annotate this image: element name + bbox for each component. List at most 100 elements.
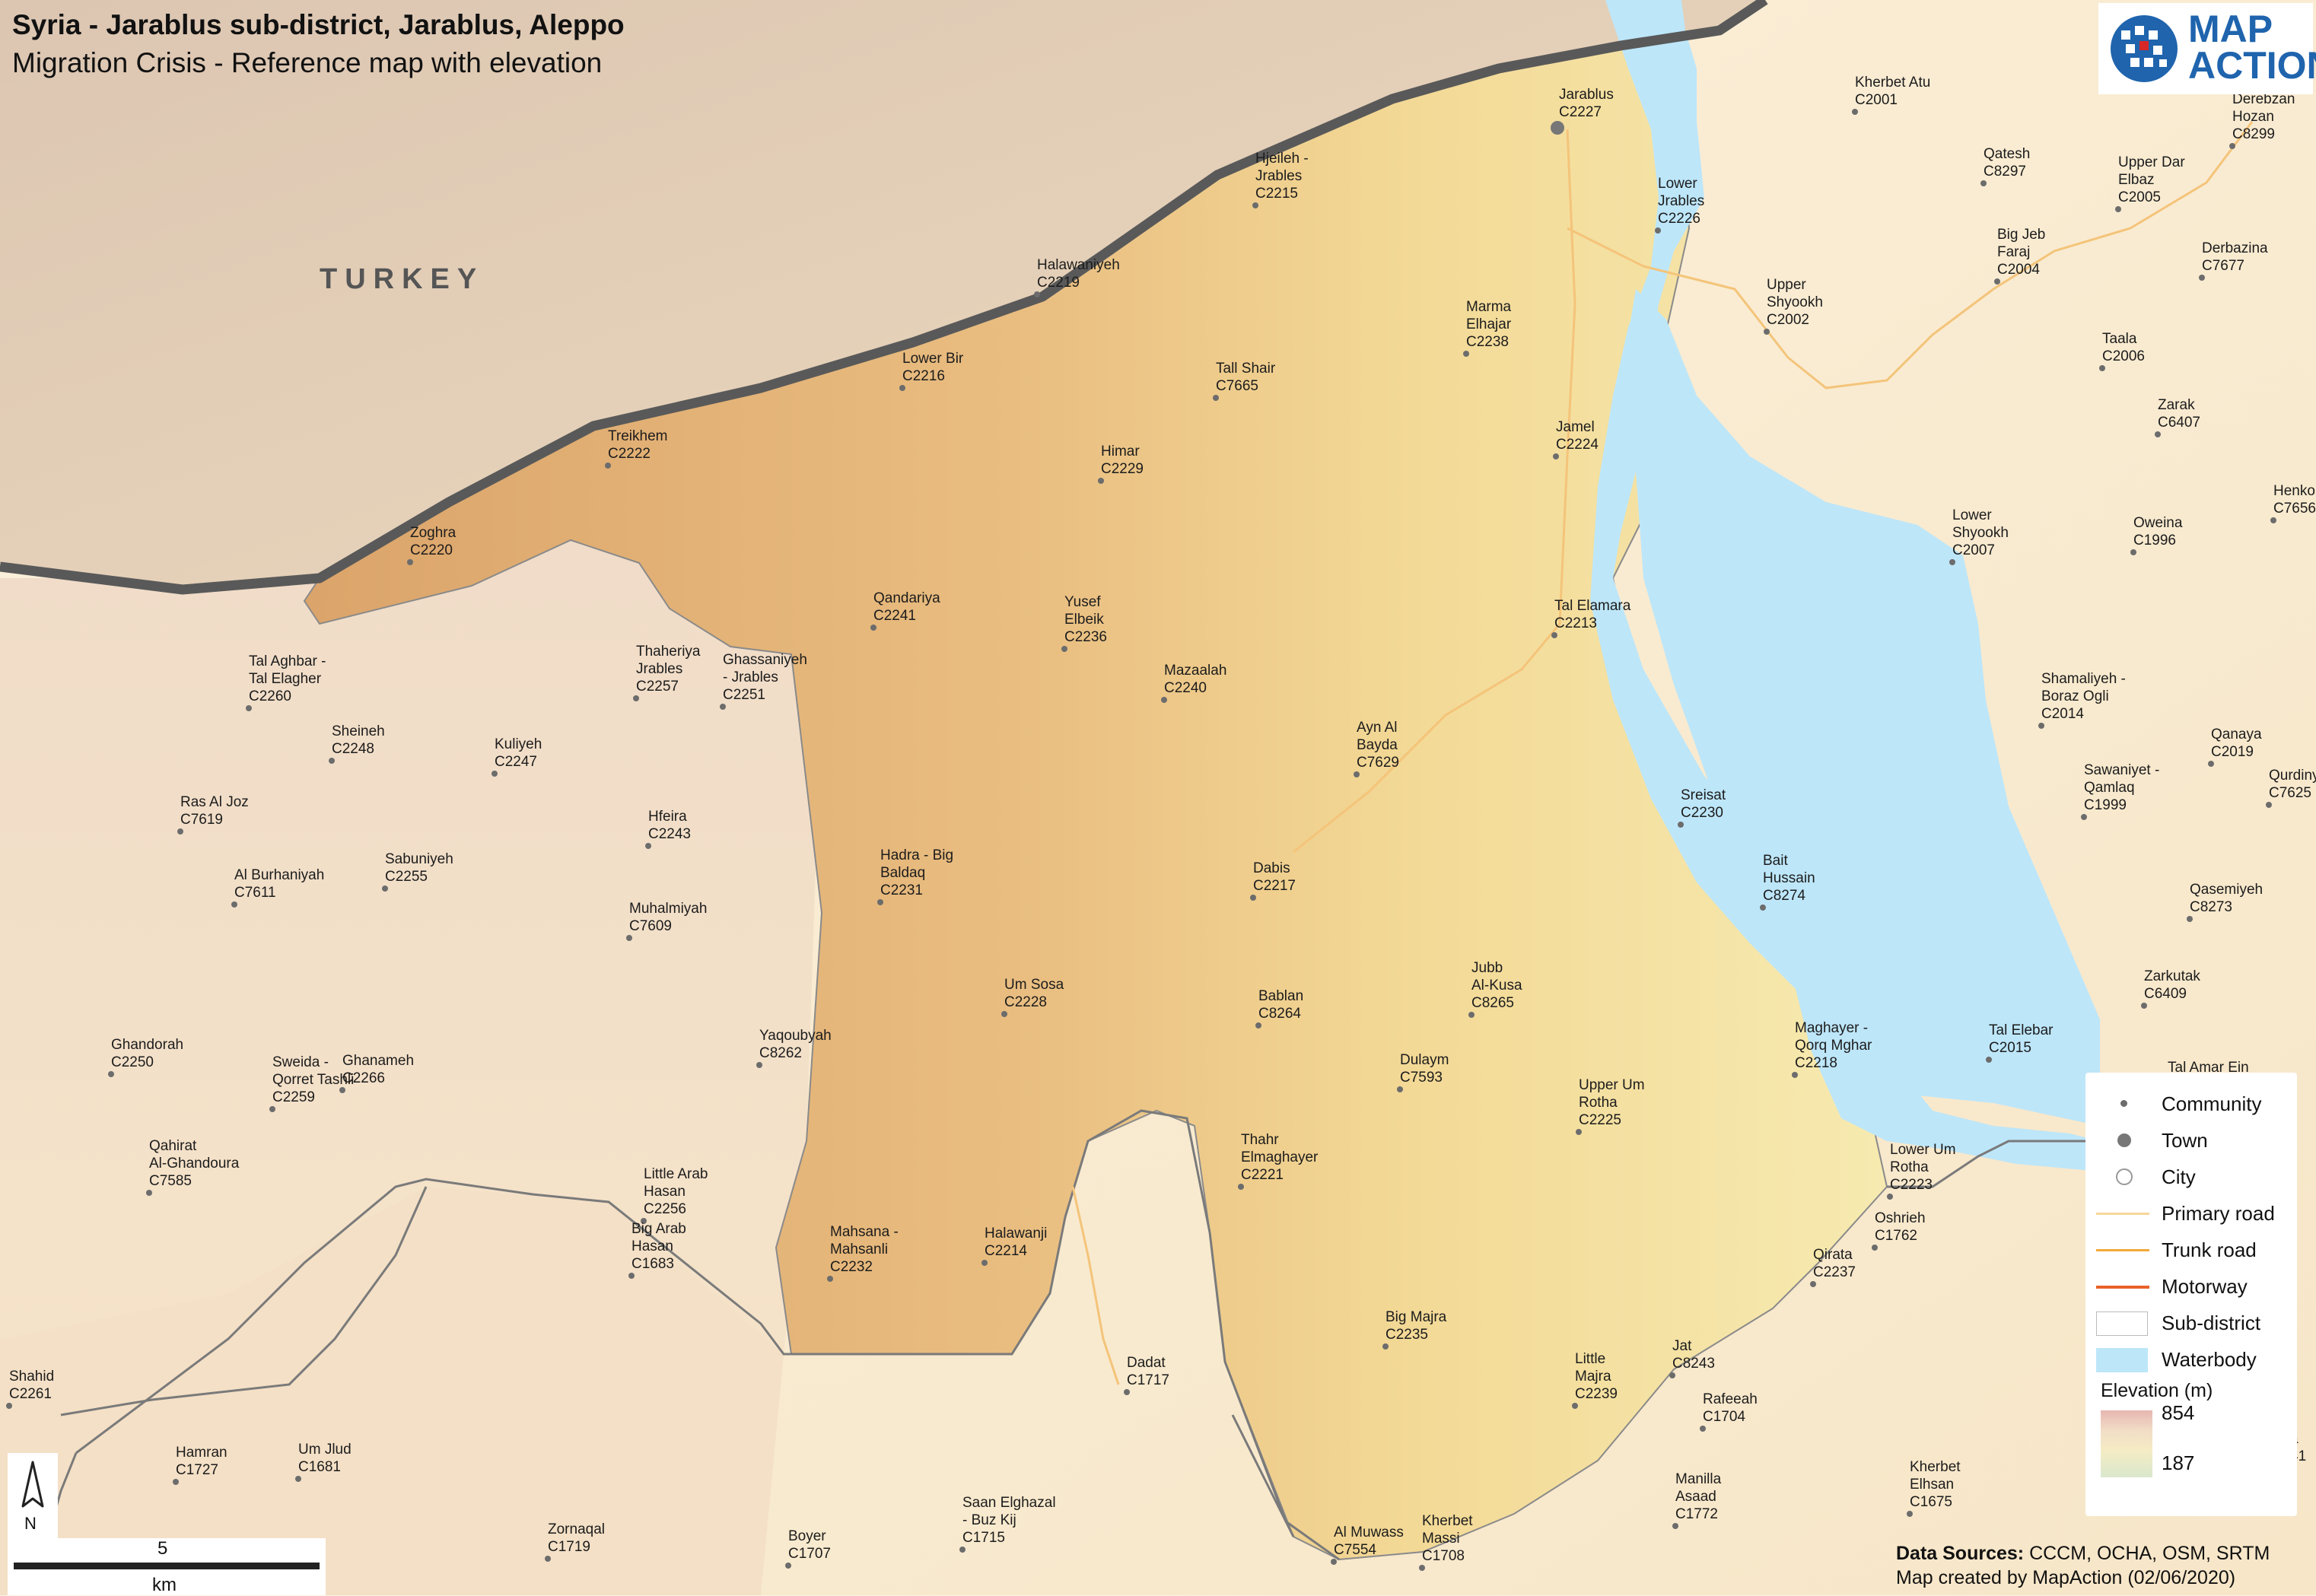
community-marker[interactable]: [2229, 143, 2235, 149]
community-marker[interactable]: [1949, 559, 1955, 565]
community-marker[interactable]: [1124, 1389, 1130, 1395]
community-marker[interactable]: [6, 1403, 12, 1409]
community-marker[interactable]: [173, 1479, 179, 1485]
community-marker[interactable]: [231, 901, 237, 908]
community-marker[interactable]: [959, 1547, 966, 1553]
community-marker[interactable]: [1655, 227, 1661, 234]
community-marker[interactable]: [633, 695, 639, 701]
community-marker[interactable]: [1760, 905, 1766, 911]
community-marker[interactable]: [1553, 453, 1559, 459]
scale-bar-line: [14, 1563, 320, 1569]
legend-trunk-road: Trunk road: [2085, 1234, 2297, 1264]
community-marker[interactable]: [1098, 478, 1104, 484]
community-marker[interactable]: [2187, 916, 2193, 922]
community-marker[interactable]: [1034, 291, 1040, 297]
community-marker[interactable]: [1907, 1511, 1913, 1517]
community-marker[interactable]: [641, 1218, 647, 1224]
community-marker[interactable]: [329, 758, 335, 764]
place-label: Mahsana - Mahsanli C2232: [830, 1224, 899, 1275]
place-label: Tal Aghbar - Tal Elagher C2260: [249, 653, 326, 704]
community-marker[interactable]: [1397, 1086, 1403, 1092]
community-marker[interactable]: [1572, 1403, 1578, 1409]
community-marker[interactable]: [870, 625, 876, 631]
north-label: N: [24, 1514, 37, 1533]
community-marker[interactable]: [407, 559, 413, 565]
community-marker[interactable]: [2155, 431, 2161, 437]
community-marker[interactable]: [2208, 761, 2214, 767]
community-marker[interactable]: [1980, 180, 1987, 186]
community-marker[interactable]: [2270, 517, 2276, 523]
place-label: Lower Shyookh C2007: [1952, 507, 2009, 558]
community-marker[interactable]: [339, 1087, 345, 1093]
community-marker[interactable]: [2141, 1003, 2147, 1009]
place-label: Oweina C1996: [2133, 515, 2183, 548]
place-label: Manilla Asaad C1772: [1675, 1471, 1722, 1522]
globe-grid-icon: [2111, 15, 2178, 82]
community-marker[interactable]: [1678, 822, 1684, 828]
community-marker[interactable]: [177, 828, 183, 835]
community-marker[interactable]: [1061, 646, 1067, 652]
community-marker[interactable]: [1672, 1523, 1678, 1529]
community-marker[interactable]: [1994, 278, 2000, 285]
community-marker[interactable]: [2199, 275, 2205, 281]
community-marker[interactable]: [1887, 1194, 1893, 1200]
community-marker[interactable]: [827, 1276, 833, 1282]
community-marker[interactable]: [1354, 771, 1360, 777]
community-marker[interactable]: [545, 1556, 551, 1562]
community-marker[interactable]: [1252, 202, 1258, 208]
elevation-title: Elevation (m): [2101, 1380, 2213, 1401]
community-marker[interactable]: [246, 705, 252, 711]
community-marker[interactable]: [605, 463, 611, 469]
community-marker[interactable]: [1576, 1129, 1582, 1135]
community-marker[interactable]: [1250, 895, 1256, 901]
community-marker[interactable]: [2038, 723, 2044, 729]
community-marker[interactable]: [2099, 365, 2105, 371]
community-marker[interactable]: [1161, 697, 1167, 703]
community-marker[interactable]: [382, 885, 388, 892]
community-marker[interactable]: [756, 1062, 762, 1068]
community-marker[interactable]: [1986, 1057, 1992, 1063]
community-marker[interactable]: [2130, 549, 2136, 555]
legend-label: Primary road: [2162, 1202, 2275, 1225]
community-marker[interactable]: [295, 1476, 301, 1482]
community-marker[interactable]: [1792, 1072, 1798, 1078]
community-marker[interactable]: [1551, 632, 1557, 638]
community-marker[interactable]: [720, 704, 726, 710]
community-marker[interactable]: [899, 385, 905, 391]
place-label: Sawaniyet - Qamlaq C1999: [2084, 762, 2160, 813]
community-marker[interactable]: [1872, 1245, 1878, 1251]
community-marker[interactable]: [1255, 1022, 1261, 1028]
community-marker[interactable]: [1238, 1184, 1244, 1190]
primary-road-line: [2096, 1213, 2149, 1215]
community-marker[interactable]: [626, 935, 632, 941]
community-marker[interactable]: [1463, 351, 1469, 357]
community-marker[interactable]: [2266, 802, 2272, 808]
community-marker[interactable]: [1764, 329, 1770, 335]
community-marker[interactable]: [269, 1106, 275, 1112]
community-marker[interactable]: [146, 1190, 152, 1196]
community-marker[interactable]: [645, 843, 651, 849]
community-marker[interactable]: [2081, 814, 2087, 820]
community-marker[interactable]: [1700, 1426, 1706, 1432]
place-label: Qandariya C2241: [873, 590, 940, 624]
community-marker[interactable]: [1419, 1565, 1425, 1571]
community-marker[interactable]: [1468, 1012, 1475, 1018]
community-marker[interactable]: [1810, 1281, 1816, 1287]
community-marker[interactable]: [1669, 1372, 1675, 1378]
community-marker[interactable]: [1213, 395, 1219, 401]
place-label: Big Arab Hasan C1683: [631, 1221, 686, 1272]
community-marker[interactable]: [628, 1273, 635, 1279]
community-marker[interactable]: [1331, 1559, 1337, 1565]
town-marker[interactable]: [1551, 121, 1564, 135]
community-marker[interactable]: [1852, 109, 1858, 115]
community-marker[interactable]: [2115, 206, 2121, 212]
community-marker[interactable]: [1001, 1011, 1007, 1017]
community-marker[interactable]: [785, 1563, 791, 1569]
place-label: Halawanji C2214: [985, 1226, 1048, 1259]
community-marker[interactable]: [877, 899, 883, 905]
community-marker[interactable]: [492, 771, 498, 777]
community-marker[interactable]: [981, 1260, 988, 1266]
community-marker[interactable]: [108, 1071, 114, 1077]
community-marker[interactable]: [1382, 1343, 1389, 1350]
